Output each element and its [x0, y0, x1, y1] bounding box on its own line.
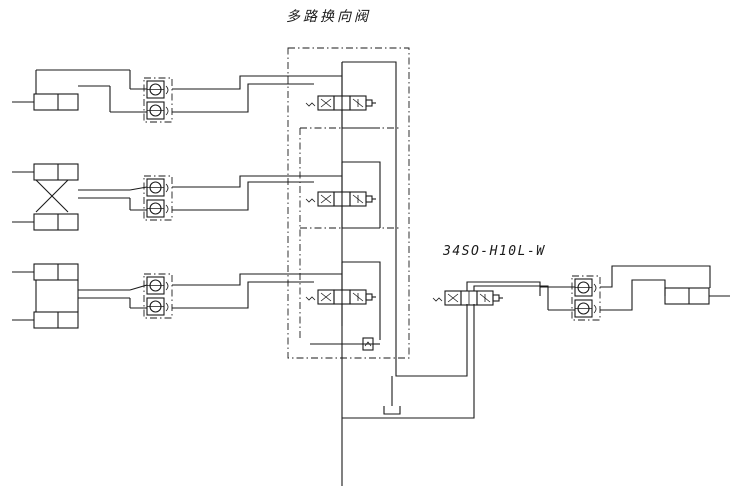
- tank-symbol: [383, 376, 401, 415]
- hydraulic-lock-1: [110, 70, 173, 123]
- hydraulic-lock-3: [129, 273, 173, 319]
- cylinder-3a: [11, 263, 79, 281]
- cylinder-2a: [11, 163, 79, 181]
- directional-valve-model-label: 34SO-H10L-W: [443, 244, 546, 259]
- cylinder-4: [600, 265, 730, 311]
- main-pressure-line: [310, 62, 380, 486]
- hydraulic-lock-2: [129, 175, 173, 221]
- cylinder-1: [11, 69, 130, 112]
- valve-section-1: [305, 61, 397, 129]
- valve-section-2: [305, 161, 381, 229]
- parallel-link-3: [35, 280, 130, 312]
- cross-link-2: [35, 179, 130, 213]
- cylinder-2b: [11, 213, 79, 231]
- hydraulic-lock-4: [540, 275, 601, 321]
- directional-valve-34so: [432, 281, 549, 310]
- return-line: [342, 128, 475, 419]
- cylinder-3b: [11, 311, 79, 329]
- lock-to-valve-lines: [172, 75, 342, 309]
- multi-way-valve-block: [287, 47, 410, 359]
- multi-way-valve-title: 多路换向阀: [286, 9, 371, 25]
